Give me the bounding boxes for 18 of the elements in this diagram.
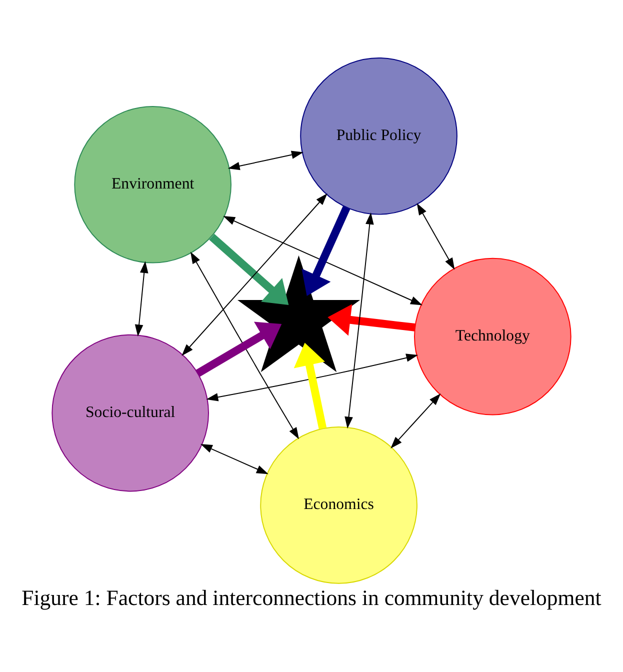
arrow — [344, 212, 374, 428]
arrow — [294, 342, 327, 429]
arrow — [134, 260, 148, 336]
arrow — [209, 233, 289, 304]
arrow — [200, 444, 268, 474]
arrow — [416, 202, 455, 270]
arrow — [182, 192, 328, 356]
caption: Figure 1: Factors and interconnections in community development — [22, 585, 602, 610]
arrow — [228, 150, 304, 170]
arrow — [196, 321, 282, 376]
arrow — [223, 216, 422, 305]
arrow — [190, 251, 299, 439]
arrow — [302, 206, 350, 296]
arrow — [328, 304, 416, 336]
arrow — [206, 353, 418, 401]
node-circle: Socio-cultural — [52, 334, 209, 492]
arrow — [390, 393, 441, 448]
node-star — [237, 254, 360, 372]
